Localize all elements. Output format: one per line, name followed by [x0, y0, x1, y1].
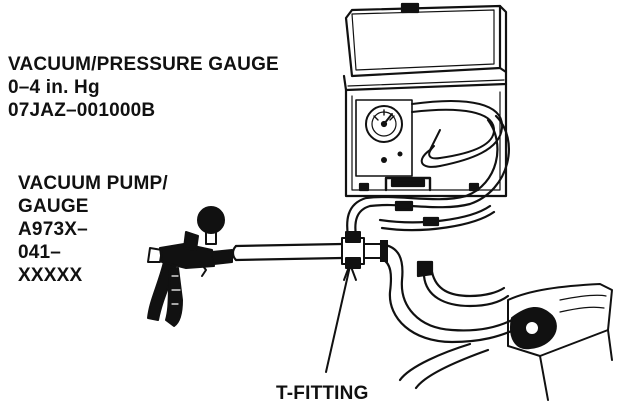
gauge-hose — [346, 114, 510, 238]
t-fitting-label: T-FITTING — [276, 383, 369, 404]
pump-label-line5: XXXXX — [18, 265, 83, 286]
gauge-label-range: 0–4 in. Hg — [8, 77, 100, 98]
gauge-dial-icon — [365, 105, 403, 163]
pump-label-line2: GAUGE — [18, 196, 89, 217]
engine-component — [507, 283, 613, 401]
vacuum-pump-icon — [147, 206, 233, 327]
gauge-label-part-number: 07JAZ–001000B — [8, 100, 156, 121]
gauge-case — [342, 2, 508, 198]
pump-hose — [231, 242, 344, 262]
vacuum-pressure-gauge-label: VACUUM/PRESSURE GAUGE 0–4 in. Hg 07JAZ–0… — [8, 53, 279, 122]
pump-label-line4: 041– — [18, 242, 62, 263]
gauge-label-name: VACUUM/PRESSURE GAUGE — [8, 54, 279, 75]
t-fitting-icon — [341, 231, 381, 269]
vacuum-pump-label: VACUUM PUMP/ GAUGE A973X– 041– XXXXX — [18, 172, 168, 287]
engine-hoses — [378, 240, 516, 390]
pump-label-line3: A973X– — [18, 219, 88, 240]
t-fitting-pointer-arrow — [325, 263, 357, 373]
pump-label-line1: VACUUM PUMP/ — [18, 173, 168, 194]
case-hose — [411, 100, 504, 168]
